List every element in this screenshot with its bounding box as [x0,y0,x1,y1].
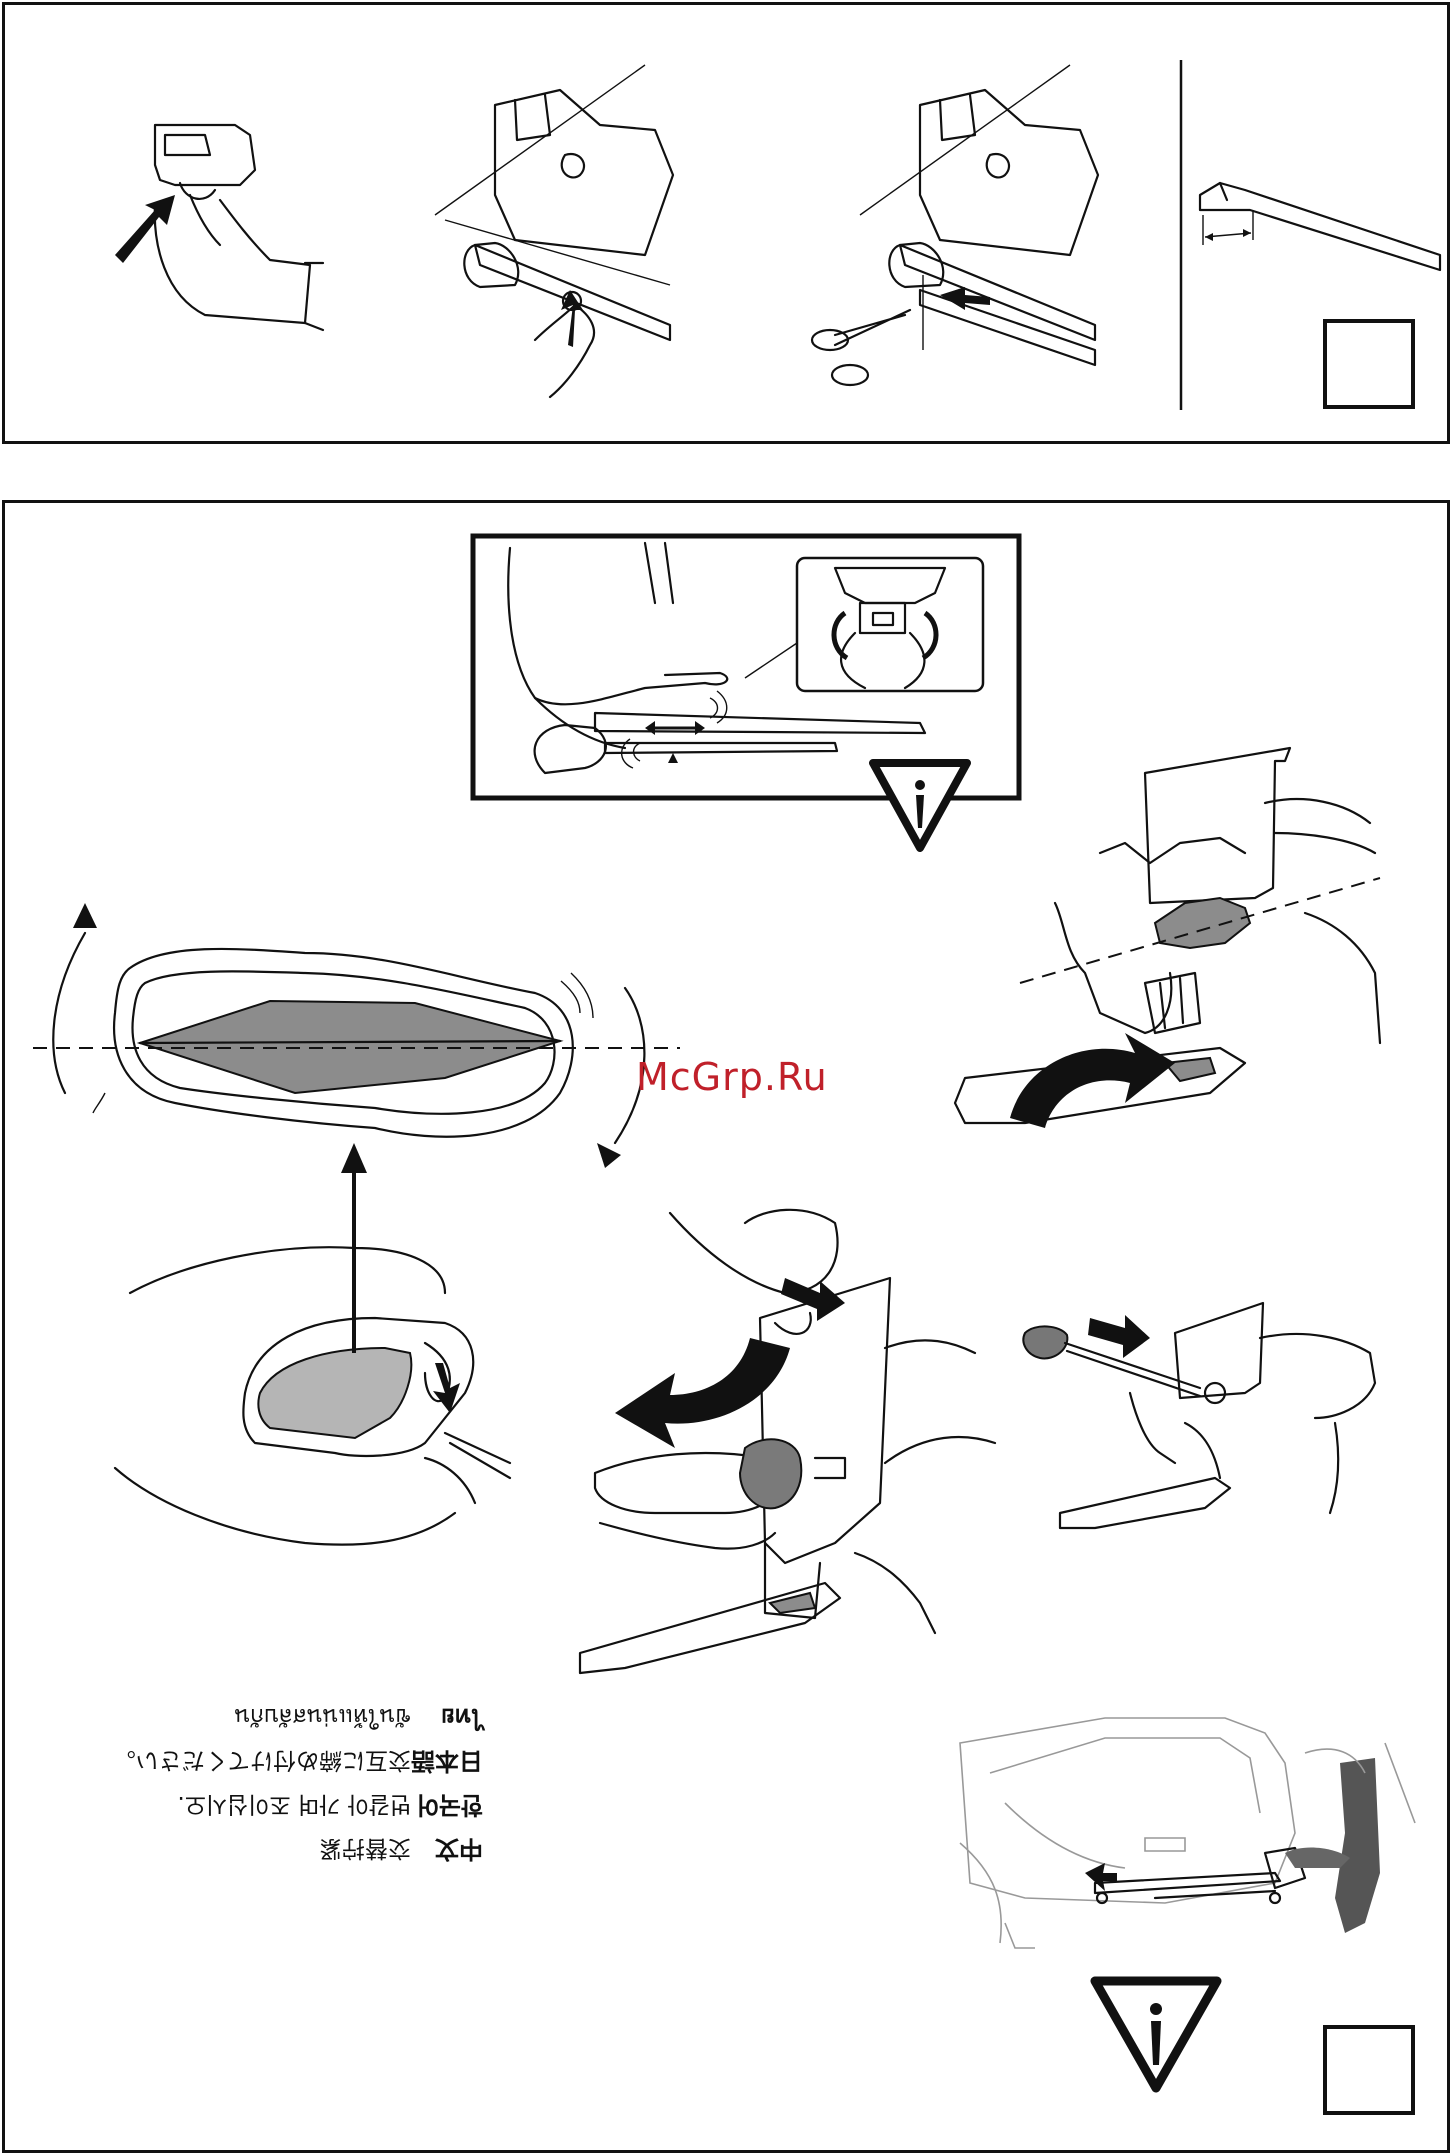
language-code: ไทย [411,1698,483,1737]
step-rail-fit-illustration [435,65,673,397]
hand-knob-illustration [115,1143,510,1545]
bottom-instruction-panel: McGrp.Ru 中文 交替拧紧 한국어 번갈아 가며 조이십시오. 日本語 交… [2,500,1450,2153]
instruction-text: 交互に締め付けてください。 [113,1746,411,1780]
instruction-text: ขันให้แน่นสลับกัน [235,1698,412,1734]
top-instruction-panel [2,2,1450,444]
language-code: 한국어 [411,1790,483,1825]
tightening-instructions: 中文 交替拧紧 한국어 번갈아 가며 조이십시오. 日本語 交互に締め付けてくだ… [33,1693,483,1869]
language-code: 中文 [411,1834,483,1869]
step-hand-profile-illustration [115,125,323,330]
tool-insert-illustration [1023,1303,1375,1528]
hand-turn-knob-illustration [580,1210,995,1673]
top-illustrations [5,5,1447,441]
instruction-row: 日本語 交互に締め付けてください。 [33,1737,483,1781]
instruction-text: 번갈아 가며 조이십시오. [177,1790,411,1824]
watermark-text: McGrp.Ru [636,1055,828,1099]
check-square-icon [1323,2025,1415,2115]
instruction-row: ไทย ขันให้แน่นสลับกัน [33,1693,483,1737]
warning-triangle-info-icon [873,763,967,848]
step-trim-strip-illustration [812,65,1098,385]
warning-triangle-info-icon [1095,1981,1217,2088]
instruction-row: 한국어 번갈아 가며 조이십시오. [33,1781,483,1825]
knob-rotation-illustration [33,903,680,1168]
framed-tightening-illustration [473,536,1019,798]
instruction-text: 交替拧紧 [319,1834,411,1868]
instruction-row: 中文 交替拧紧 [33,1825,483,1869]
vehicle-install-illustration [960,1718,1415,1948]
language-code: 日本語 [411,1746,483,1781]
bottom-illustrations [5,503,1447,2150]
step-measure-illustration [1200,183,1440,270]
check-square-icon [1323,319,1415,409]
lever-flip-illustration [955,748,1380,1128]
